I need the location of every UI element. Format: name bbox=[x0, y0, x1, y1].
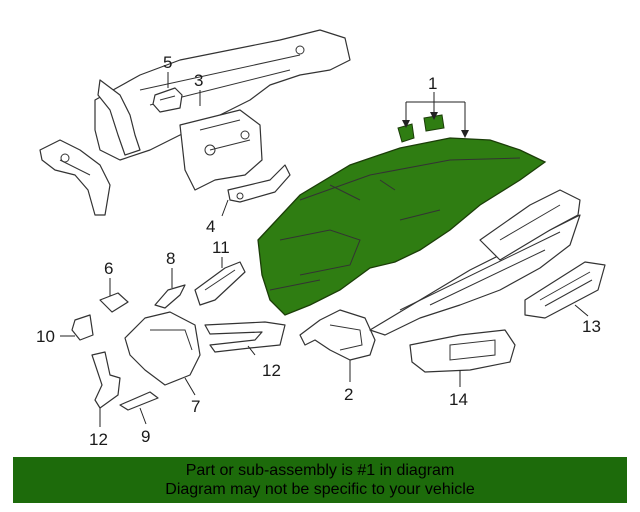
callout-9: 9 bbox=[141, 427, 150, 446]
part-9-clip[interactable] bbox=[119, 391, 159, 411]
instrument-panel-body[interactable] bbox=[257, 137, 547, 316]
callout-6: 6 bbox=[104, 259, 113, 278]
callout-14: 14 bbox=[449, 390, 468, 409]
callout-10: 10 bbox=[36, 327, 55, 346]
part-11-trim-strip[interactable] bbox=[194, 261, 246, 306]
callout-11: 11 bbox=[212, 238, 230, 257]
part-8-trim[interactable] bbox=[154, 284, 186, 309]
part-7-glovebox[interactable] bbox=[124, 311, 201, 386]
part-13-vent[interactable] bbox=[524, 261, 606, 319]
callout-4: 4 bbox=[206, 217, 215, 236]
part-1-instrument-panel[interactable] bbox=[257, 114, 547, 316]
callout-8: 8 bbox=[166, 249, 175, 268]
callout-2: 2 bbox=[344, 385, 353, 404]
part-14-lower-trim[interactable] bbox=[409, 329, 516, 373]
part-right-side-panel[interactable] bbox=[479, 189, 581, 261]
callout-5: 5 bbox=[163, 53, 172, 72]
banner-line-1: Part or sub-assembly is #1 in diagram bbox=[185, 462, 455, 479]
callout-12-lower: 12 bbox=[89, 430, 108, 449]
callout-7: 7 bbox=[191, 397, 200, 416]
part-6-clip[interactable] bbox=[99, 292, 129, 313]
part-4-bracket[interactable] bbox=[227, 164, 291, 203]
part-5-bracket[interactable] bbox=[152, 87, 183, 113]
callout-labels: 1 5 3 4 6 8 11 10 12 2 13 14 7 12 9 bbox=[36, 53, 601, 449]
part-12-trim-upper[interactable] bbox=[204, 321, 286, 353]
parts-diagram: 1 5 3 4 6 8 11 10 12 2 13 14 7 12 9 bbox=[36, 29, 606, 449]
leader-lines bbox=[60, 72, 589, 427]
banner-line-2: Diagram may not be specific to your vehi… bbox=[165, 481, 475, 498]
callout-12-upper: 12 bbox=[262, 361, 281, 380]
part-10-cover[interactable] bbox=[71, 314, 94, 341]
instrument-panel-clip-a[interactable] bbox=[397, 123, 415, 143]
part-2-console-trim[interactable] bbox=[299, 214, 581, 361]
callout-3: 3 bbox=[194, 71, 203, 90]
part-12-trim-lower[interactable] bbox=[91, 351, 121, 409]
part-3-crossbeam[interactable] bbox=[39, 29, 351, 216]
notice-banner: Part or sub-assembly is #1 in diagram Di… bbox=[13, 457, 627, 503]
callout-13: 13 bbox=[582, 317, 601, 336]
callout-1: 1 bbox=[428, 74, 437, 93]
